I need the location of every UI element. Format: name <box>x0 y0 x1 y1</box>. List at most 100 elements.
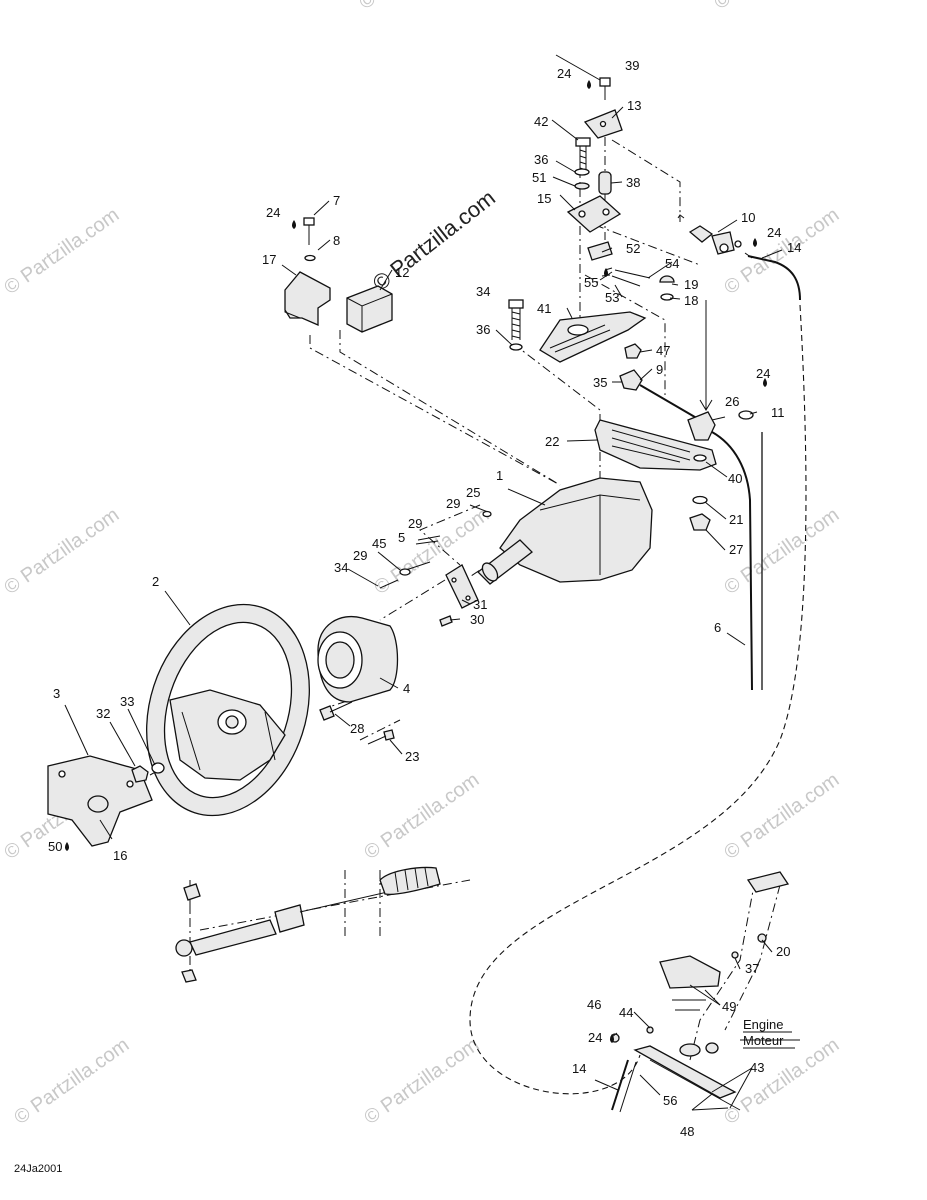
diagram-code: 24Ja2001 <box>14 1163 62 1175</box>
callout-37: 37 <box>745 961 759 976</box>
callout-18: 18 <box>684 293 698 308</box>
callout-32: 32 <box>96 706 110 721</box>
callout-12: 12 <box>395 265 409 280</box>
engine-label-en: Engine <box>743 1017 783 1032</box>
callout-10: 10 <box>741 210 755 225</box>
callout-42: 42 <box>534 114 548 129</box>
callout-33: 33 <box>120 694 134 709</box>
upper-bracket-assembly <box>508 77 675 363</box>
watermark-text: © Partzilla.com <box>370 504 493 599</box>
watermark-text: © Partzilla.com <box>0 504 123 599</box>
callout-30: 30 <box>470 612 484 627</box>
steering-column <box>379 477 653 627</box>
callout-54: 54 <box>665 256 679 271</box>
watermark-text: © Partzilla.com <box>360 769 483 864</box>
callout-43: 43 <box>750 1060 764 1075</box>
drop-icon <box>587 80 591 89</box>
callout-19: 19 <box>684 277 698 292</box>
callout-27: 27 <box>729 542 743 557</box>
callout-38: 38 <box>626 175 640 190</box>
callout-41: 41 <box>537 301 551 316</box>
callout-35: 35 <box>593 375 607 390</box>
watermark-text: © Partzilla.com <box>720 204 843 299</box>
watermark-text: © Partzilla.com <box>720 769 843 864</box>
lubricant-drops <box>65 80 767 1043</box>
engine-label: Engine Moteur <box>743 1017 795 1049</box>
callout-56: 56 <box>663 1093 677 1108</box>
callout-49: 49 <box>722 999 736 1014</box>
callout-25: 25 <box>466 485 480 500</box>
drop-icon <box>65 842 69 851</box>
engine-label-fr: Moteur <box>743 1033 784 1048</box>
callout-labels: 1 2 3 4 5 6 7 8 9 10 11 12 13 14 15 16 1… <box>48 58 801 1139</box>
watermark-main: © Partzilla.com <box>368 185 500 296</box>
callout-4: 4 <box>403 681 410 696</box>
callout-51: 51 <box>532 170 546 185</box>
callout-40: 40 <box>728 471 742 486</box>
callout-3: 3 <box>53 686 60 701</box>
callout-48: 48 <box>680 1124 694 1139</box>
steering-hub <box>317 616 399 745</box>
callout-24d: 24 <box>756 366 770 381</box>
drop-icon <box>753 238 757 247</box>
cable-bracket-top <box>677 214 801 301</box>
callout-2: 2 <box>152 574 159 589</box>
callout-26: 26 <box>725 394 739 409</box>
watermark-text: © Partzilla.com <box>10 1034 133 1129</box>
callout-36a: 36 <box>534 152 548 167</box>
callout-21: 21 <box>729 512 743 527</box>
callout-8: 8 <box>333 233 340 248</box>
callout-34b: 34 <box>334 560 348 575</box>
callout-55: 55 <box>584 275 598 290</box>
callout-1: 1 <box>496 468 503 483</box>
callout-24a: 24 <box>266 205 280 220</box>
callout-24c: 24 <box>767 225 781 240</box>
callout-11: 11 <box>771 405 785 420</box>
callout-14b: 14 <box>572 1061 586 1076</box>
watermark-text: © Partzilla.com <box>355 0 478 14</box>
steering-arm <box>594 419 717 531</box>
mount-bracket <box>284 217 393 333</box>
callout-29a: 29 <box>446 496 460 511</box>
lower-tie-rod <box>175 866 441 983</box>
drop-icon <box>292 220 296 229</box>
callout-24b: 24 <box>557 66 571 81</box>
callout-47: 47 <box>656 343 670 358</box>
callout-7: 7 <box>333 193 340 208</box>
callout-28: 28 <box>350 721 364 736</box>
callout-23: 23 <box>405 749 419 764</box>
callout-50: 50 <box>48 839 62 854</box>
watermark-text: © Partzilla.com <box>360 1034 483 1129</box>
callout-44: 44 <box>619 1005 633 1020</box>
callout-31: 31 <box>473 597 487 612</box>
tie-rod-upper <box>619 300 763 691</box>
callout-9: 9 <box>656 362 663 377</box>
watermark-text: © Partzilla.com <box>710 0 833 14</box>
watermark-text: © Partzilla.com <box>0 204 123 299</box>
callout-53: 53 <box>605 290 619 305</box>
callout-52: 52 <box>626 241 640 256</box>
callout-34a: 34 <box>476 284 490 299</box>
callout-16: 16 <box>113 848 127 863</box>
callout-24e: 24 <box>588 1030 602 1045</box>
callout-46: 46 <box>587 997 601 1012</box>
steering-wheel <box>146 603 310 817</box>
callout-22: 22 <box>545 434 559 449</box>
callout-17: 17 <box>262 252 276 267</box>
engine-bracket <box>610 871 800 1113</box>
callout-39: 39 <box>625 58 639 73</box>
callout-45: 45 <box>372 536 386 551</box>
callout-20: 20 <box>776 944 790 959</box>
callout-29b: 29 <box>408 516 422 531</box>
leader-lines <box>64 54 783 1111</box>
drop-icon <box>763 378 767 387</box>
callout-29c: 29 <box>353 548 367 563</box>
callout-6: 6 <box>714 620 721 635</box>
callout-13: 13 <box>627 98 641 113</box>
callout-5: 5 <box>398 530 405 545</box>
assembly-lines <box>149 118 807 1095</box>
callout-36b: 36 <box>476 322 490 337</box>
callout-15: 15 <box>537 191 551 206</box>
callout-14: 14 <box>787 240 801 255</box>
